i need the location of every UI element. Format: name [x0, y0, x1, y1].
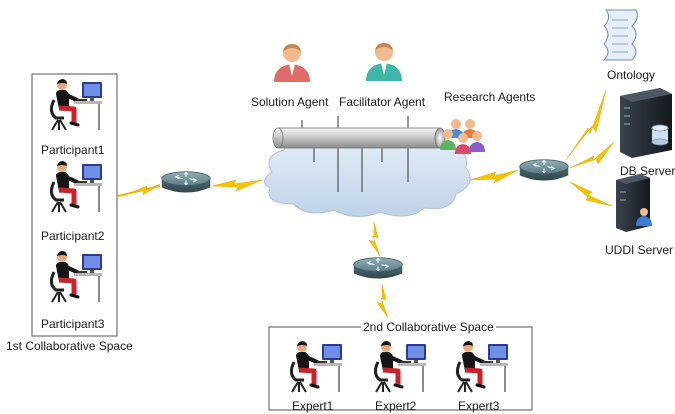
facilitator-agent-label: Facilitator Agent — [339, 95, 426, 109]
research-agents-icon — [440, 119, 485, 154]
link-router-db — [569, 141, 615, 169]
expert2-workstation-icon — [375, 341, 426, 392]
space1-box — [31, 73, 118, 337]
expert3-workstation-icon — [457, 341, 508, 392]
solution-agent-icon — [274, 44, 310, 82]
ontology-label: Ontology — [607, 68, 656, 82]
expert3-label: Expert3 — [458, 399, 500, 413]
expert1-label: Expert1 — [292, 399, 334, 413]
router-right-icon — [519, 159, 569, 182]
participant2-workstation-icon — [51, 161, 102, 212]
participant3-label: Participant3 — [41, 317, 105, 331]
expert2-label: Expert2 — [375, 399, 417, 413]
space1-title: 1st Collaborative Space — [6, 339, 133, 353]
expert1-workstation-icon — [291, 341, 342, 392]
db-server-icon — [620, 88, 672, 158]
link-space1-router — [131, 183, 161, 196]
link-cloud-router-right — [469, 169, 519, 184]
db-server-label: DB Server — [620, 164, 675, 178]
uddi-server-label: UDDI Server — [605, 243, 674, 257]
participant1-label: Participant1 — [41, 143, 105, 157]
uddi-server-icon — [616, 174, 652, 232]
router-left-icon — [161, 171, 211, 194]
router-bottom-icon — [353, 257, 403, 280]
research-agents-label: Research Agents — [444, 90, 536, 104]
space2-title: 2nd Collaborative Space — [361, 320, 496, 334]
link-router-ontology — [565, 89, 607, 161]
solution-agent-label: Solution Agent — [251, 95, 329, 109]
participant1-workstation-icon — [51, 79, 102, 130]
ontology-scroll-icon — [602, 9, 638, 61]
link-cloud-router-bottom — [368, 221, 381, 257]
link-router-uddi — [569, 181, 613, 207]
participant3-workstation-icon — [51, 251, 102, 302]
facilitator-agent-icon — [366, 43, 402, 81]
agent-bus — [272, 116, 446, 192]
link-router-cloud-left — [211, 179, 263, 192]
link-router-space2 — [376, 283, 389, 319]
participant2-label: Participant2 — [41, 229, 105, 243]
lightning-links — [117, 89, 615, 319]
